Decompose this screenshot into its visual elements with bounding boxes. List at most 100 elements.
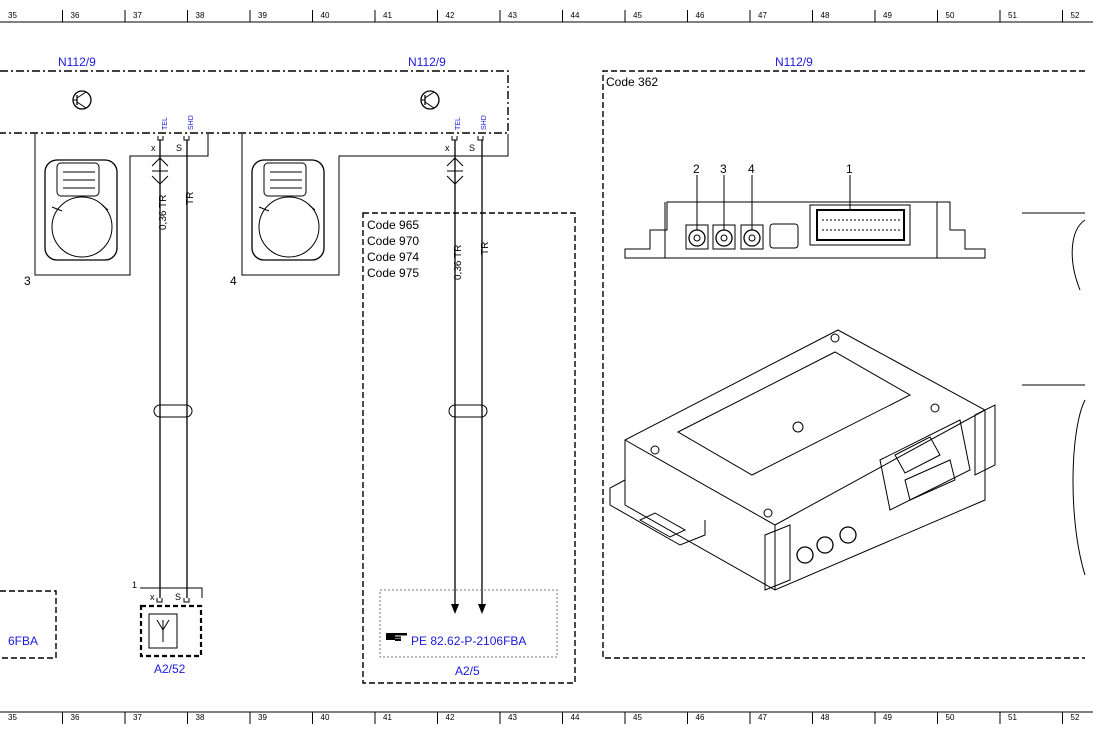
code-970: Code 970 — [367, 234, 419, 248]
connector-icon[interactable] — [44, 159, 118, 261]
ruler-bottom-label: 44 — [571, 713, 580, 722]
ruler-bottom-label: 52 — [1071, 713, 1080, 722]
pin-x: x — [151, 143, 156, 153]
component-label-n112-left[interactable]: N112/9 — [58, 55, 96, 69]
ruler-top-label: 49 — [883, 11, 892, 20]
ruler-bottom-label: 41 — [383, 713, 392, 722]
component-label-a2-5[interactable]: A2/5 — [455, 664, 480, 678]
pin-label-tel: TEL — [162, 117, 169, 130]
ruler-bottom-label: 40 — [321, 713, 330, 722]
item-number-4: 4 — [230, 274, 237, 288]
pin-label-tel: TEL — [455, 117, 462, 130]
ruler-top-label: 51 — [1008, 11, 1017, 20]
transistor-icon — [420, 90, 440, 110]
pin-s: S — [176, 143, 182, 153]
ruler-top-label: 48 — [821, 11, 830, 20]
component-label-n112-center[interactable]: N112/9 — [408, 55, 446, 69]
ruler-bottom-label: 37 — [133, 713, 142, 722]
ruler-bottom-label: 35 — [8, 713, 17, 722]
pin-x: x — [445, 143, 450, 153]
module-isometric-view — [609, 329, 996, 591]
pin-label-shd: SHD — [188, 115, 195, 130]
ruler-bottom-label: 49 — [883, 713, 892, 722]
ruler-top-label: 43 — [508, 11, 517, 20]
wire-label-left-b: TR — [185, 192, 196, 205]
wire-label-center-b: TR — [480, 242, 491, 255]
code-975: Code 975 — [367, 266, 419, 280]
wire-label-left-a: 0,36 TR — [158, 195, 169, 230]
pin-s: S — [469, 143, 475, 153]
hand-pointer-icon — [386, 633, 407, 641]
connector-number-1: 1 — [846, 162, 853, 176]
ruler-top-label: 37 — [133, 11, 142, 20]
connector-icon[interactable] — [251, 159, 325, 261]
ruler-top-label: 52 — [1071, 11, 1080, 20]
reference-text-left[interactable]: 6FBA — [8, 634, 38, 648]
ruler-bottom-label: 48 — [821, 713, 830, 722]
pin-label-shd: SHD — [481, 115, 488, 130]
pin-x: x — [150, 592, 155, 602]
multipin-connector-icon — [809, 204, 911, 246]
code-362: Code 362 — [606, 75, 658, 89]
component-label-a2-52[interactable]: A2/52 — [154, 662, 186, 676]
ruler-bottom-label: 38 — [196, 713, 205, 722]
antenna-module-a2-52[interactable] — [139, 604, 203, 658]
wire-label-center-a: 0,36 TR — [453, 245, 464, 280]
ruler-top-label: 46 — [696, 11, 705, 20]
ruler-bottom-label: 45 — [633, 713, 642, 722]
connector-number-2: 2 — [693, 162, 700, 176]
ruler-bottom-label: 50 — [946, 713, 955, 722]
component-label-n112-right[interactable]: N112/9 — [775, 55, 813, 69]
ruler-top-label: 41 — [383, 11, 392, 20]
code-boundary-center — [362, 212, 576, 684]
ruler-top-label: 44 — [571, 11, 580, 20]
code-974: Code 974 — [367, 250, 419, 264]
coax-connector-icon — [796, 526, 857, 564]
n112-module-boundary — [0, 70, 509, 134]
transistor-icon — [72, 90, 92, 110]
shield-connector-icon — [151, 157, 169, 185]
connector-number-3: 3 — [720, 162, 727, 176]
antenna-symbol-box — [148, 613, 178, 649]
reference-text[interactable]: PE 82.62-P-2106FBA — [411, 634, 526, 648]
ruler-top-label: 39 — [258, 11, 267, 20]
ruler-top-label: 36 — [71, 11, 80, 20]
ruler-top-label: 42 — [446, 11, 455, 20]
ruler-top-label: 35 — [8, 11, 17, 20]
ruler-bottom-label: 46 — [696, 713, 705, 722]
code-list-center: Code 965 Code 970 Code 974 Code 975 — [367, 218, 419, 280]
ruler-bottom-label: 47 — [758, 713, 767, 722]
ruler-bottom-label: 42 — [446, 713, 455, 722]
ruler-top-label: 45 — [633, 11, 642, 20]
center-connector-group: 4 — [230, 134, 509, 288]
item-number-3: 3 — [24, 274, 31, 288]
ruler-bottom-label: 43 — [508, 713, 517, 722]
ruler-bottom-label: 36 — [71, 713, 80, 722]
pin-s: S — [175, 592, 181, 602]
code-965: Code 965 — [367, 218, 419, 232]
left-reference-box — [0, 590, 57, 659]
wire-center-b[interactable] — [478, 140, 486, 614]
ruler-top-label: 50 — [946, 11, 955, 20]
twisted-pair-marker — [153, 404, 193, 418]
ruler-bottom-label: 51 — [1008, 713, 1017, 722]
ruler-top-label: 47 — [758, 11, 767, 20]
pin-number-1: 1 — [132, 580, 137, 590]
pin-header-left: TEL SHD x S — [151, 115, 195, 153]
module-front-view: 2 3 4 1 — [624, 162, 986, 259]
wire-center-a[interactable] — [451, 140, 459, 614]
ruler-top-label: 40 — [321, 11, 330, 20]
bottom-ruler: 35 36 37 38 39 40 41 42 43 44 45 46 47 48 49 50 51 52 — [0, 711, 1093, 724]
twisted-pair-marker — [448, 404, 488, 418]
ruler-bottom-label: 39 — [258, 713, 267, 722]
a2-5-reference-box — [379, 589, 558, 658]
connector-number-4: 4 — [748, 162, 755, 176]
shield-connector-icon — [446, 157, 464, 185]
top-ruler: 35 36 37 38 39 40 41 42 43 44 45 46 47 48 49 50 51 52 — [0, 10, 1093, 23]
code-boundary-right — [602, 70, 1085, 659]
ruler-top-label: 38 — [196, 11, 205, 20]
reference-link-center[interactable]: PE 82.62-P-2106FBA — [386, 633, 526, 648]
left-connector-group: 3 — [24, 134, 209, 288]
partial-drawing-right — [1022, 212, 1086, 576]
